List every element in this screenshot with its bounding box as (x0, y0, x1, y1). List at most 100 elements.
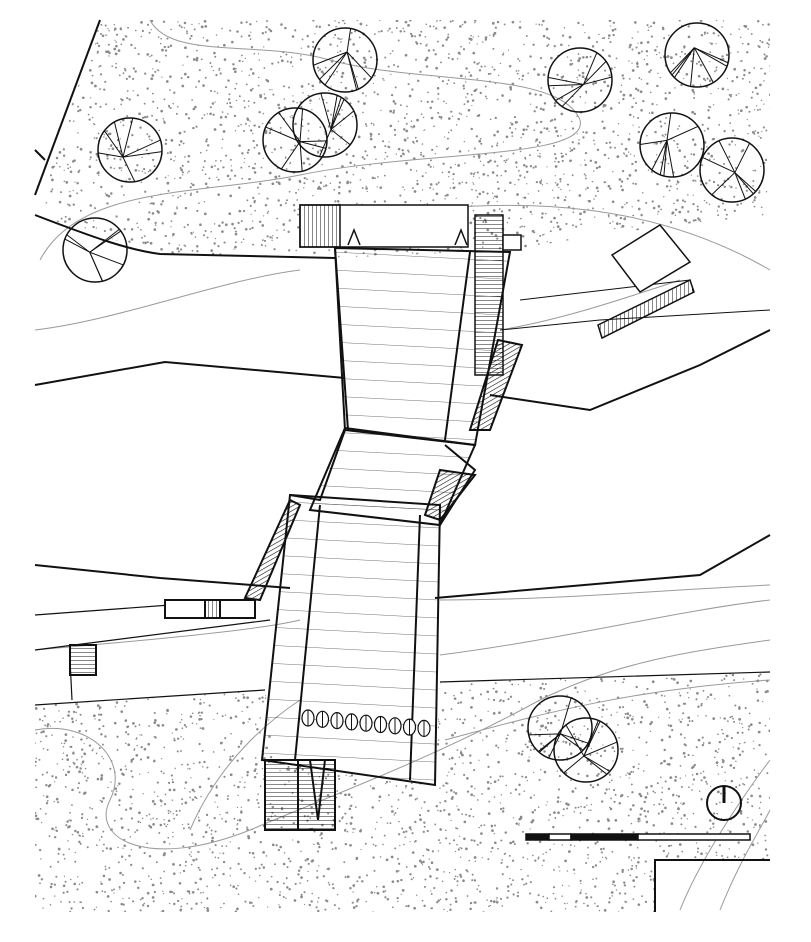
stipple-dot (356, 900, 359, 903)
stipple-dot (635, 685, 638, 689)
stipple-dot (206, 149, 208, 152)
stipple-dot (236, 30, 239, 33)
stipple-dot (370, 891, 374, 894)
stipple-dot (216, 712, 219, 715)
stipple-dot (155, 818, 158, 820)
stipple-dot (196, 245, 199, 248)
stipple-dot (460, 691, 463, 694)
stipple-dot (236, 823, 239, 825)
stipple-dot (499, 775, 502, 778)
stipple-dot (515, 166, 518, 168)
stipple-dot (317, 47, 321, 51)
stipple-dot (541, 24, 543, 26)
stipple-dot (718, 844, 722, 847)
stipple-dot (670, 822, 674, 826)
stipple-dot (172, 813, 174, 815)
stipple-dot (680, 817, 683, 820)
stipple-dot (501, 810, 505, 813)
stipple-dot (64, 215, 67, 218)
stipple-dot (647, 169, 650, 171)
stipple-dot (178, 882, 182, 885)
stipple-dot (630, 770, 633, 773)
stipple-dot (580, 223, 582, 226)
stipple-dot (466, 790, 470, 793)
stipple-dot (622, 681, 625, 684)
stipple-dot (692, 754, 694, 757)
stipple-dot (677, 806, 679, 808)
stipple-dot (76, 146, 79, 149)
stipple-dot (167, 45, 170, 49)
stipple-dot (127, 828, 130, 831)
stipple-dot (674, 214, 677, 216)
stipple-dot (242, 209, 246, 213)
stipple-dot (452, 672, 454, 674)
stipple-dot (313, 843, 315, 846)
stipple-dot (450, 819, 452, 822)
stipple-dot (668, 712, 671, 714)
stipple-dot (731, 673, 735, 677)
stipple-dot (620, 829, 624, 833)
stipple-dot (407, 904, 410, 908)
stipple-dot (212, 877, 214, 879)
stipple-dot (35, 760, 37, 763)
stipple-dot (630, 859, 633, 861)
stipple-dot (397, 39, 400, 42)
stipple-dot (139, 909, 142, 912)
stipple-dot (709, 861, 712, 864)
stipple-dot (529, 210, 532, 214)
stipple-dot (644, 795, 648, 799)
stipple-dot (546, 801, 548, 803)
stipple-dot (199, 714, 201, 717)
stipple-dot (148, 31, 151, 34)
stipple-dot (749, 909, 752, 912)
stipple-dot (252, 243, 255, 246)
stipple-dot (667, 724, 670, 727)
stipple-dot (422, 155, 425, 158)
stipple-dot (541, 864, 543, 867)
stipple-dot (579, 812, 582, 814)
stipple-dot (415, 140, 419, 143)
stipple-dot (132, 757, 135, 761)
stipple-dot (746, 118, 748, 121)
stipple-dot (722, 58, 725, 61)
stipple-dot (115, 701, 119, 704)
stipple-dot (451, 115, 454, 117)
stipple-dot (55, 829, 59, 833)
stipple-dot (571, 224, 574, 227)
stipple-dot (114, 706, 117, 708)
stipple-dot (556, 134, 560, 138)
stipple-dot (636, 228, 639, 232)
stipple-dot (706, 77, 709, 80)
stipple-dot (55, 699, 59, 702)
stipple-dot (710, 863, 713, 866)
stipple-dot (575, 225, 578, 228)
stipple-dot (96, 42, 99, 45)
stipple-dot (542, 895, 545, 898)
stipple-dot (116, 735, 119, 738)
stipple-dot (717, 205, 721, 208)
stipple-dot (455, 124, 458, 126)
stipple-dot (641, 221, 644, 224)
stipple-dot (226, 798, 229, 801)
stipple-dot (41, 246, 45, 250)
stipple-dot (576, 115, 578, 118)
stipple-dot (181, 802, 184, 805)
stipple-dot (164, 49, 168, 52)
stipple-dot (747, 728, 750, 731)
stipple-dot (195, 797, 198, 800)
stipple-dot (74, 181, 76, 183)
stipple-dot (763, 873, 767, 877)
stipple-dot (508, 100, 511, 103)
stipple-dot (558, 209, 560, 211)
stipple-dot (80, 901, 82, 904)
stipple-dot (457, 876, 459, 878)
stipple-dot (406, 113, 408, 115)
stipple-dot (81, 682, 85, 685)
stipple-dot (190, 34, 193, 38)
stipple-dot (205, 690, 208, 693)
stipple-dot (160, 758, 163, 760)
stipple-dot (496, 174, 499, 177)
stipple-dot (153, 672, 155, 673)
stipple-dot (456, 827, 459, 830)
stipple-dot (661, 134, 664, 137)
